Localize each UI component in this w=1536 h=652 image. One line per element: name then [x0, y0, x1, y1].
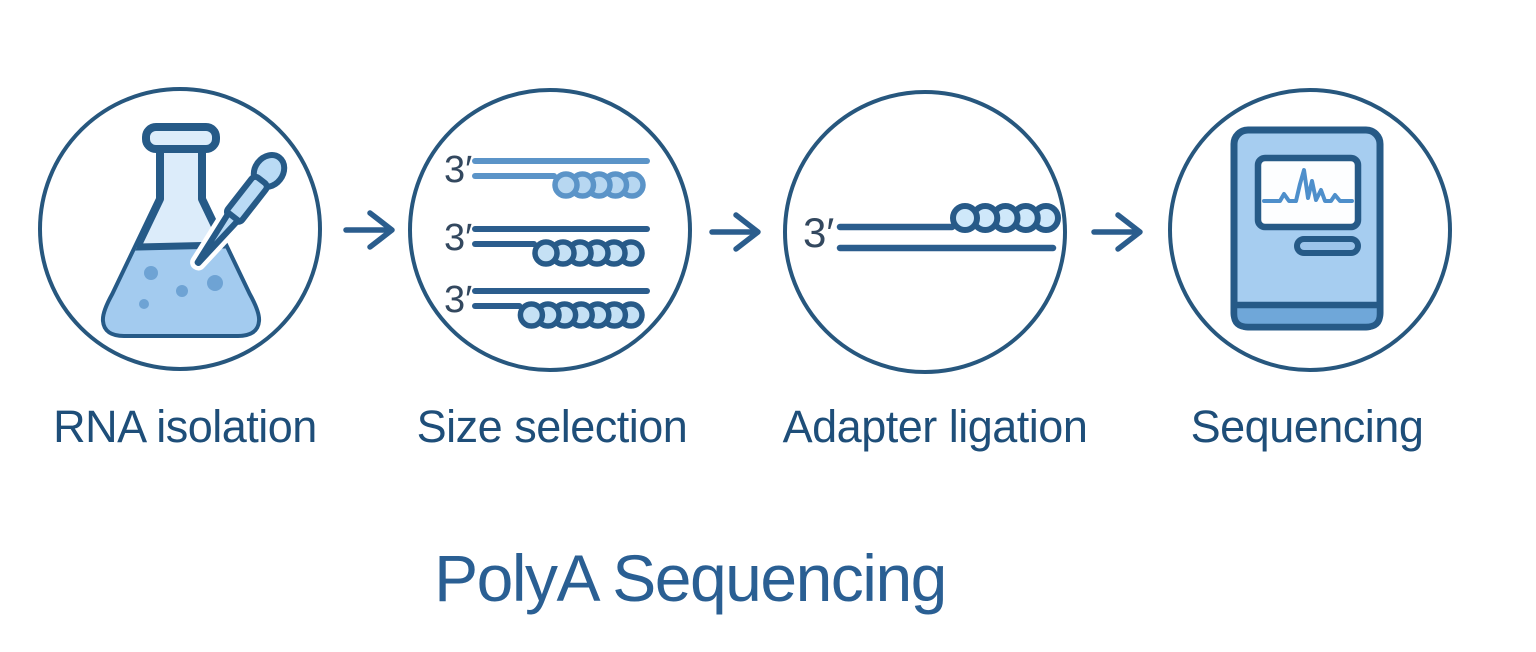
- step-label-adapter-ligation: Adapter ligation: [782, 401, 1088, 452]
- step-circle-size-selection: 3′ 3′ 3′: [408, 88, 692, 372]
- polya-bead: [517, 301, 546, 329]
- sequencer-slot: [1294, 236, 1361, 256]
- rna-strand: 3′: [444, 149, 650, 199]
- bubble: [207, 275, 223, 291]
- sequencer-base-band: [1230, 301, 1384, 331]
- polya-bead: [950, 203, 980, 233]
- rna-strand-adapter-icon: 3′: [803, 203, 1061, 256]
- bubble: [144, 266, 158, 280]
- step-circle-sequencing: [1168, 88, 1452, 372]
- flask-liquid: [104, 240, 258, 334]
- arrow-right-icon: [343, 210, 395, 250]
- rna-strand: 3′: [444, 217, 650, 267]
- three-prime-label: 3′: [444, 149, 472, 191]
- polya-bead: [552, 171, 580, 199]
- three-prime-label: 3′: [803, 209, 834, 256]
- rna-strand: 3′: [444, 279, 650, 329]
- step-label-size-selection: Size selection: [416, 401, 688, 452]
- signal-trace-icon: [1262, 168, 1354, 203]
- pipette-icon: [190, 147, 292, 271]
- flask-pipette-icon: [100, 123, 292, 338]
- step-circle-rna-isolation: [38, 87, 322, 371]
- three-prime-label: 3′: [444, 279, 472, 321]
- step-circle-adapter-ligation: 3′: [783, 90, 1067, 374]
- bubble: [139, 299, 149, 309]
- rna-strand-with-adapter: 3′: [803, 203, 1061, 256]
- arrow-right-icon: [1091, 212, 1143, 252]
- step-label-rna-isolation: RNA isolation: [53, 401, 317, 452]
- step-label-sequencing: Sequencing: [1190, 401, 1424, 452]
- flask-lip: [142, 123, 220, 153]
- diagram-title: PolyA Sequencing: [434, 541, 947, 615]
- three-prime-label: 3′: [444, 217, 472, 259]
- rna-strands-polya-tails-icon: 3′ 3′ 3′: [444, 149, 650, 329]
- sequencer-machine-icon: [1230, 126, 1384, 331]
- polya-bead: [532, 239, 560, 267]
- bubble: [176, 285, 188, 297]
- arrow-right-icon: [709, 212, 761, 252]
